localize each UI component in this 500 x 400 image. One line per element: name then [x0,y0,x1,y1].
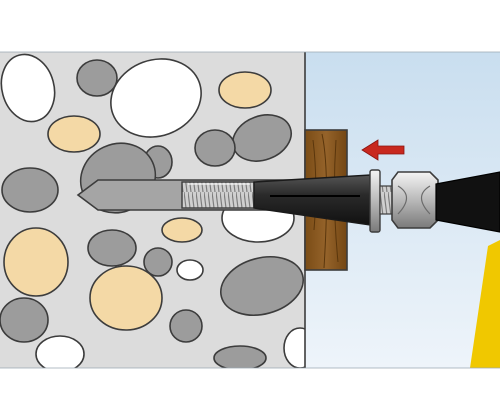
stone-white [0,53,56,123]
stone-white [176,259,204,281]
stone-grey [143,247,173,277]
washer [369,169,381,233]
stone-sand [161,217,203,243]
anchor-expansion-cone [181,181,255,209]
hex-nut [391,171,439,229]
wrench-handle-accent [470,240,500,368]
wrench [435,171,500,368]
stone-grey [1,167,59,213]
stone-sand [89,265,163,331]
stone-grey [169,309,203,343]
stone-grey [194,129,236,167]
stone-grey [76,59,118,97]
stone-grey [0,297,49,343]
stone-sand [47,115,101,153]
stone-sand [218,71,272,109]
stone-white [110,58,202,138]
stone-grey [213,345,267,368]
direction-arrow [361,139,405,161]
stone-white [283,327,305,368]
stone-white [35,335,85,368]
stone-sand [3,227,69,297]
stone-grey [219,256,305,316]
stone-grey [87,229,137,267]
